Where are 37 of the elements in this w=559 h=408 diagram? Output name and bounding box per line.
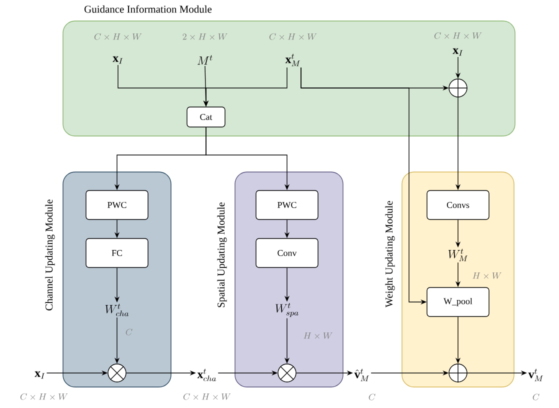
dimension-label: $C\times H\times W$ <box>94 33 142 40</box>
variable-label: $\mathbf{x}^t_{cha}$ <box>197 368 216 382</box>
variable-label: $\mathbf{x}_I$ <box>112 56 123 64</box>
variable-label: $W^t_{spa}$ <box>276 303 298 317</box>
process-box: Conv <box>256 238 318 268</box>
variable-label: $\hat{\mathbf{v}}^t_M$ <box>354 368 369 382</box>
process-box: PWC <box>86 190 148 220</box>
dimension-label: $C$ <box>126 328 132 336</box>
dimension-label: $C\times H\times W$ <box>269 33 317 40</box>
variable-label: $\mathbf{x}_I$ <box>452 48 463 56</box>
module-title: Guidance Information Module <box>84 5 212 13</box>
process-box: Convs <box>426 190 490 220</box>
product-symbol <box>278 364 296 382</box>
dimension-label: $H\times W$ <box>304 332 332 339</box>
variable-label: $\mathbf{v}^t_M$ <box>528 368 543 382</box>
dimension-label: $C\times H\times W$ <box>434 32 482 39</box>
process-box: W_pool <box>426 287 490 317</box>
process-box: FC <box>86 238 148 268</box>
dimension-label: $C$ <box>532 394 540 400</box>
process-box: Cat <box>186 106 226 128</box>
variable-label: $W^t_M$ <box>448 248 468 262</box>
process-box: PWC <box>256 190 318 220</box>
sum-symbol <box>448 78 468 98</box>
module-title: Spatial Updating Module <box>217 202 227 308</box>
variable-label: $\mathbf{x}^t_M$ <box>285 54 300 66</box>
variable-label: $W^t_{cha}$ <box>105 304 129 316</box>
module-title: Weight Updating Module <box>385 201 395 308</box>
product-symbol <box>108 364 126 382</box>
module-title: Channel Updating Module <box>45 200 55 310</box>
variable-label: $\mathbf{x}_I$ <box>34 371 45 379</box>
dimension-label: $2\times H\times W$ <box>182 34 228 40</box>
dimension-label: $H\times W$ <box>472 272 502 279</box>
dimension-label: $C\times H\times W$ <box>183 393 231 400</box>
variable-label: $M^t$ <box>198 55 212 65</box>
dimension-label: $C\times H\times W$ <box>20 393 68 400</box>
dimension-label: $C$ <box>368 394 376 400</box>
sum-symbol <box>448 363 468 383</box>
